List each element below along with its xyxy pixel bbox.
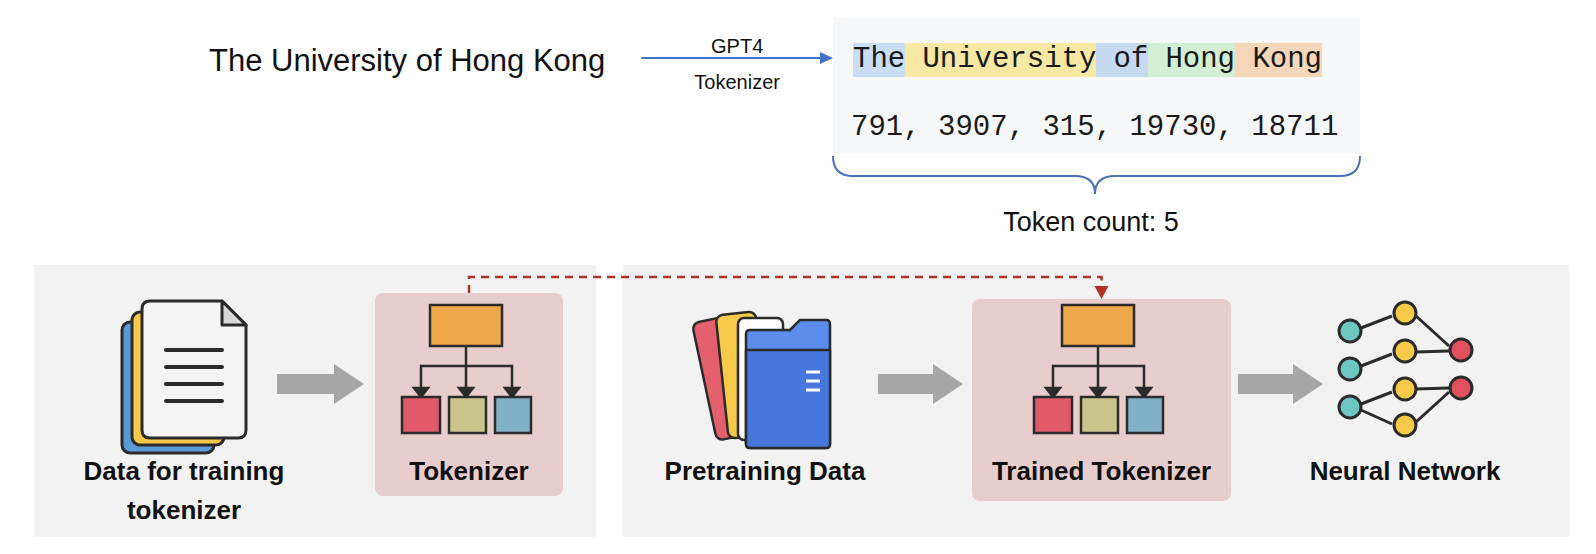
curly-brace <box>833 156 1360 194</box>
nn-neuron <box>1450 377 1472 399</box>
node-text: Pretraining Data <box>635 452 895 491</box>
arrow-line <box>641 57 823 59</box>
page-shape <box>142 301 246 438</box>
folder-line <box>806 380 820 383</box>
connector <box>277 364 364 404</box>
nn-neuron <box>1339 396 1361 418</box>
nn-neuron <box>1450 339 1472 361</box>
token-count-label: Token count: 5 <box>991 205 1191 239</box>
nn-neuron <box>1394 378 1416 400</box>
text-line <box>166 399 222 403</box>
text-line <box>166 365 222 369</box>
nn-link <box>1416 388 1449 389</box>
page-shape <box>122 322 214 453</box>
nn-neuron <box>1339 358 1361 380</box>
nn-link <box>1416 351 1449 352</box>
tokenizer-box: Trained Tokenizer <box>972 299 1231 501</box>
node-text: Trained Tokenizer <box>972 452 1231 491</box>
network-node: Neural Network <box>1337 302 1474 440</box>
token-chip: Kong <box>1235 43 1322 77</box>
block-arrow <box>277 364 364 404</box>
node-text: University <box>922 43 1096 77</box>
folder-line <box>806 371 820 374</box>
node-text: Hong <box>1165 43 1235 77</box>
books-icon <box>692 311 830 448</box>
text-line <box>166 348 222 352</box>
document-icon <box>122 301 246 453</box>
nn-neuron <box>1394 414 1416 436</box>
connector <box>469 277 1109 299</box>
page-fold <box>222 301 246 325</box>
folder-shape <box>746 320 830 448</box>
source-text: The University of Hong Kong <box>209 40 605 82</box>
folder-front <box>746 350 830 448</box>
dashed-arrow-line <box>469 277 1102 293</box>
token-chip: Hong <box>1148 43 1235 77</box>
book-shape <box>738 318 783 440</box>
folder-line <box>806 389 820 392</box>
connector <box>878 364 963 404</box>
text-line <box>166 382 222 386</box>
nn-link <box>1361 392 1392 404</box>
page-shape <box>132 312 224 445</box>
token-box: 791, 3907, 315, 19730, 18711 The Universit… <box>833 18 1360 153</box>
nn-link <box>1416 316 1449 346</box>
connector <box>1238 364 1323 404</box>
data-node: Data for training tokenizer <box>122 301 246 453</box>
nn-neuron <box>1394 302 1416 324</box>
data-node: Pretraining Data <box>700 303 830 448</box>
node-text: The University of Hong Kong <box>209 40 605 82</box>
block-arrow <box>878 364 963 404</box>
tokenizer-box: Tokenizer <box>375 293 563 496</box>
node-text: Neural Network <box>1275 452 1535 491</box>
edge-label: GPT4 Tokenizer <box>682 28 792 100</box>
token-chip: University <box>905 43 1096 77</box>
neural-network-icon <box>1339 302 1472 436</box>
nn-link <box>1361 410 1392 424</box>
token-chip: The <box>853 43 905 77</box>
nn-neuron <box>1339 320 1361 342</box>
book-shape <box>692 315 756 441</box>
arrowhead <box>1095 286 1109 299</box>
node-text: of <box>1113 43 1148 77</box>
nn-link <box>1361 354 1392 366</box>
node-text: 791, 3907, 315, 19730, 18711 <box>851 111 1338 145</box>
book-shape <box>716 311 769 439</box>
token-chip: of <box>1096 43 1148 77</box>
nn-neuron <box>1394 340 1416 362</box>
arrowhead <box>820 52 833 64</box>
node-text: Tokenizer <box>375 452 563 491</box>
node-text: Data for training tokenizer <box>54 452 314 530</box>
nn-link <box>1416 392 1449 422</box>
node-text: The <box>853 43 905 77</box>
nn-link <box>1361 316 1392 328</box>
node-text: Kong <box>1252 43 1322 77</box>
block-arrow <box>1238 364 1323 404</box>
